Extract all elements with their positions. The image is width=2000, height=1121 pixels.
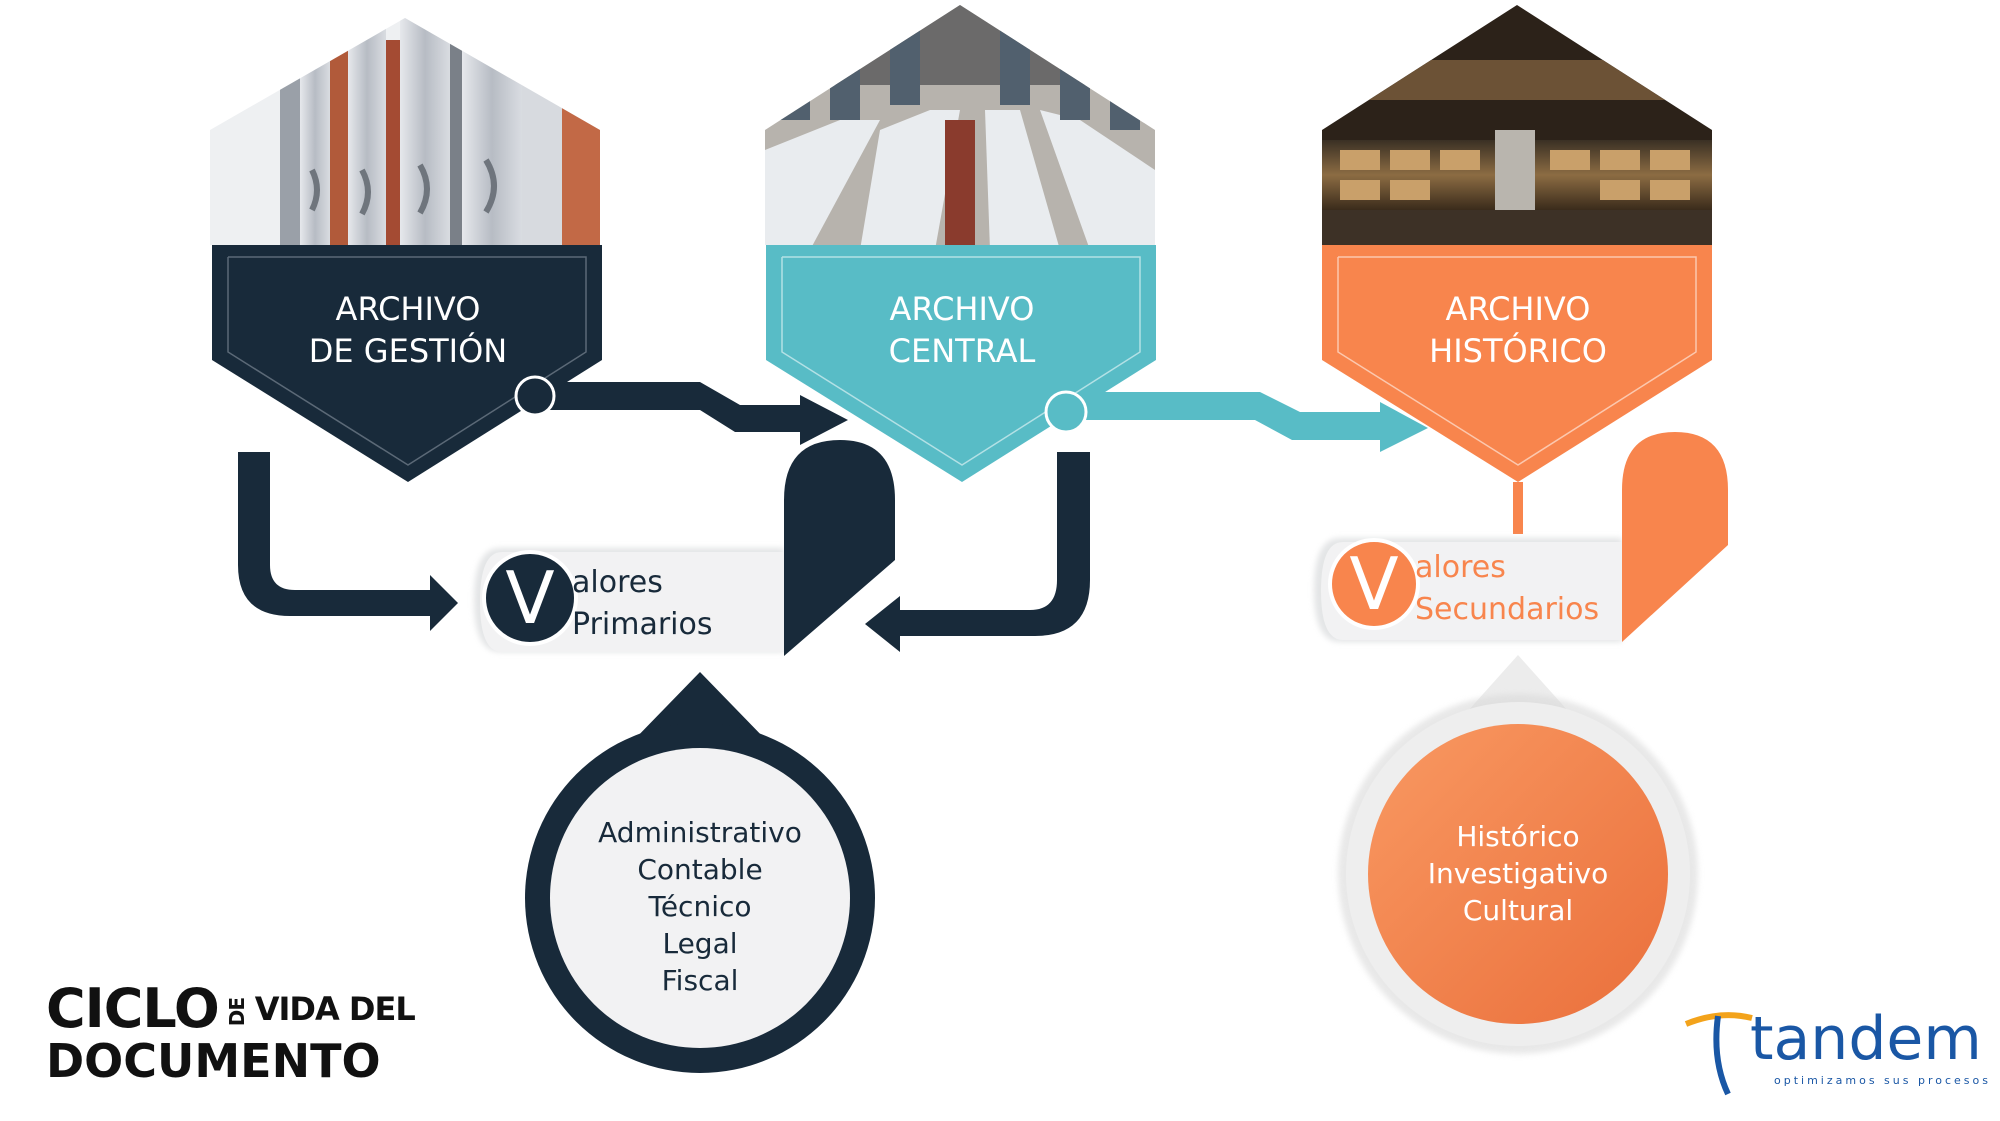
list-item: Histórico: [1456, 820, 1580, 853]
flow-historico-to-secundarios: [1513, 482, 1523, 534]
photo-archivo-historico: [1322, 5, 1712, 245]
logo-name: tandem: [1750, 1004, 1982, 1074]
list-item: Cultural: [1462, 894, 1574, 927]
tandem-logo: tandem optimizamos sus procesos: [1680, 1004, 1988, 1094]
banner-valores-secundarios: [1314, 432, 1728, 642]
tandem-logo-swoosh-icon: [1684, 1012, 1753, 1096]
primarios-label: alores Primarios: [572, 565, 713, 642]
list-item: Técnico: [648, 890, 752, 923]
title-ciclo: CICLO: [46, 977, 220, 1040]
list-item: Fiscal: [661, 964, 739, 997]
list-item: Investigativo: [1427, 857, 1609, 890]
archivo-gestion-title: ARCHIVO DE GESTIÓN: [308, 290, 508, 370]
secundarios-list: Histórico Investigativo Cultural: [1368, 818, 1668, 929]
circle-secundarios: [1338, 655, 1698, 1054]
flow-central-to-historico: [1082, 392, 1428, 452]
title-de: DE: [224, 998, 249, 1027]
primarios-list: Administrativo Contable Técnico Legal Fi…: [550, 814, 850, 999]
flow-gestion-to-central: [538, 382, 848, 445]
list-item: Administrativo: [598, 816, 802, 849]
flow-gestion-to-primarios: [238, 452, 458, 631]
secundarios-label: alores Secundarios: [1415, 550, 1600, 627]
logo-tagline: optimizamos sus procesos: [1774, 1074, 1991, 1087]
archivo-central-title: ARCHIVO CENTRAL: [888, 290, 1036, 370]
photo-archivo-gestion: [210, 18, 600, 245]
circle-primarios: [525, 672, 875, 1073]
primarios-v-letter: V: [505, 556, 555, 640]
secundarios-v-letter: V: [1349, 542, 1399, 626]
photo-archivo-central: [765, 5, 1155, 245]
title-documento: DOCUMENTO: [46, 1034, 381, 1088]
archivo-historico-title: ARCHIVO HISTÓRICO: [1429, 290, 1607, 370]
shape-archivo-central: [766, 245, 1156, 482]
node-gestion: [514, 375, 556, 417]
flow-central-to-primarios: [865, 452, 1090, 652]
node-central: [1044, 390, 1088, 434]
title-vida-del: VIDA DEL: [254, 990, 416, 1028]
list-item: Legal: [662, 927, 738, 960]
list-item: Contable: [637, 853, 763, 886]
shape-archivo-gestion: [212, 245, 602, 482]
shape-archivo-historico: [1322, 245, 1712, 482]
banner-valores-primarios: [474, 440, 895, 656]
